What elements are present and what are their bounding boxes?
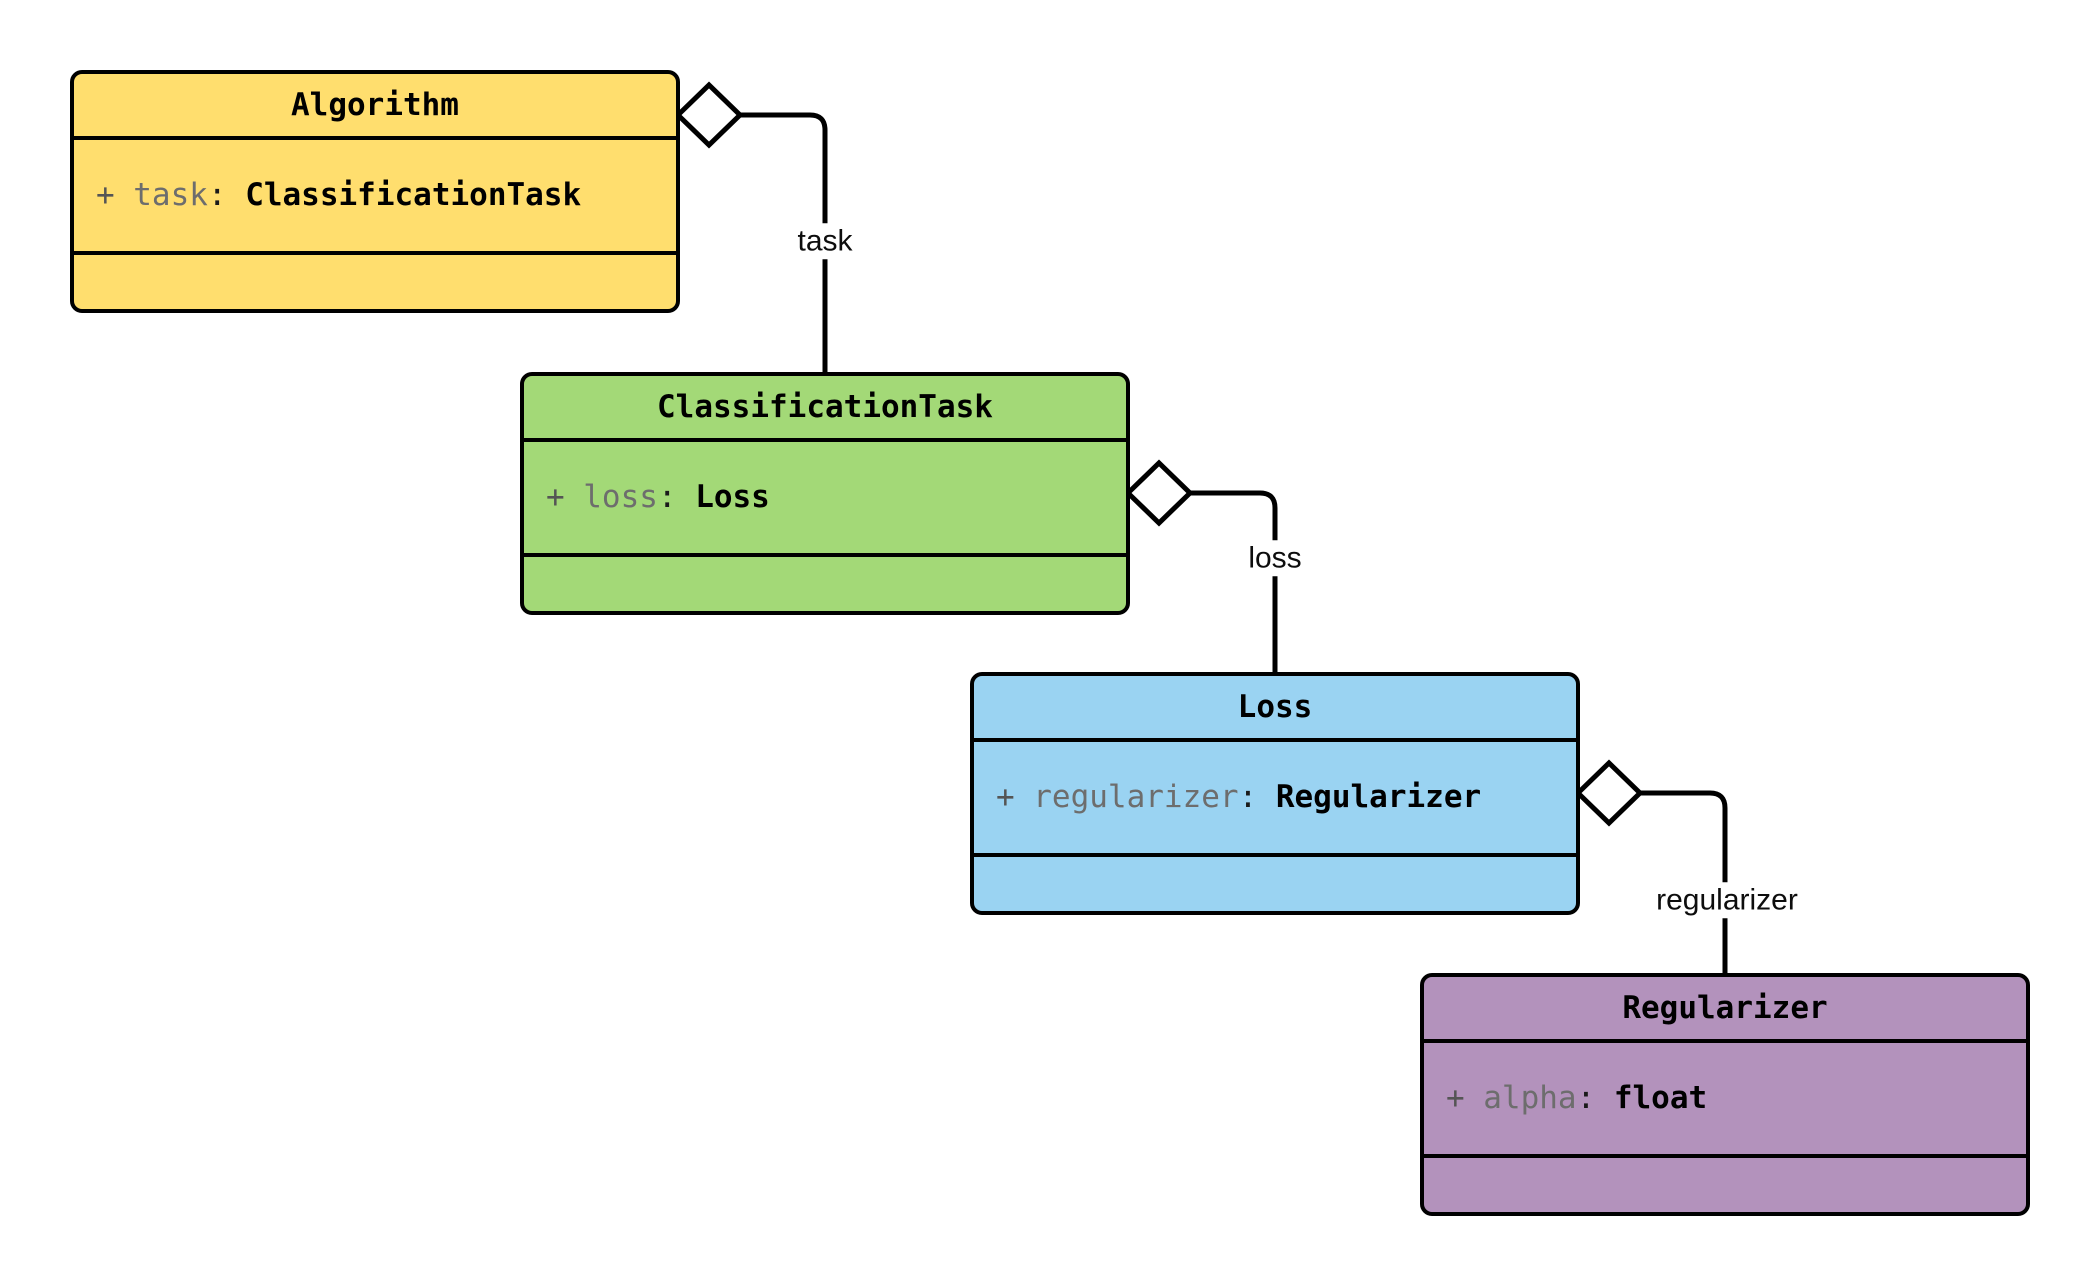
class-methods-algorithm bbox=[74, 255, 676, 309]
class-attributes-algorithm: + task: ClassificationTask bbox=[74, 140, 676, 251]
class-attributes-regularizer: + alpha: float bbox=[1424, 1043, 2026, 1154]
class-title-regularizer: Regularizer bbox=[1622, 990, 1828, 1026]
attribute-row: + loss: Loss bbox=[546, 482, 770, 513]
attribute-type: ClassificationTask bbox=[245, 177, 582, 213]
attribute-row: + alpha: float bbox=[1446, 1083, 1707, 1114]
class-divider bbox=[974, 738, 1576, 742]
class-divider bbox=[74, 136, 676, 140]
attribute-separator: : bbox=[657, 479, 677, 515]
relation-task-diamond-icon bbox=[674, 81, 744, 149]
attribute-type: Regularizer bbox=[1275, 779, 1482, 815]
attribute-separator: : bbox=[1576, 1080, 1596, 1116]
class-methods-regularizer bbox=[1424, 1158, 2026, 1212]
attribute-visibility: + bbox=[1446, 1080, 1465, 1116]
class-divider bbox=[1424, 1039, 2026, 1043]
class-node-classificationtask[interactable]: ClassificationTask + loss: Loss bbox=[520, 372, 1130, 615]
attribute-name: task bbox=[133, 177, 208, 213]
attribute-visibility: + bbox=[96, 177, 115, 213]
class-node-loss[interactable]: Loss + regularizer: Regularizer bbox=[970, 672, 1580, 915]
relation-loss-line bbox=[1190, 490, 1278, 672]
attribute-name: regularizer bbox=[1033, 779, 1239, 815]
relation-label-task: task bbox=[790, 223, 860, 259]
class-node-algorithm[interactable]: Algorithm + task: ClassificationTask bbox=[70, 70, 680, 313]
class-title-classificationtask: ClassificationTask bbox=[657, 389, 993, 425]
class-node-regularizer[interactable]: Regularizer + alpha: float bbox=[1420, 973, 2030, 1216]
relation-regularizer bbox=[1574, 759, 1728, 973]
class-divider bbox=[524, 553, 1126, 557]
attribute-visibility: + bbox=[546, 479, 565, 515]
class-divider bbox=[974, 853, 1576, 857]
attribute-row: + task: ClassificationTask bbox=[96, 180, 581, 211]
class-divider bbox=[74, 251, 676, 255]
class-divider bbox=[1424, 1154, 2026, 1158]
attribute-type: float bbox=[1613, 1080, 1708, 1116]
relation-loss-diamond-icon bbox=[1124, 459, 1194, 527]
relation-label-regularizer: regularizer bbox=[1649, 882, 1805, 918]
class-divider bbox=[524, 438, 1126, 442]
class-title-algorithm: Algorithm bbox=[291, 87, 459, 123]
relation-regularizer-diamond-icon bbox=[1574, 759, 1644, 827]
class-methods-loss bbox=[974, 857, 1576, 911]
attribute-type: Loss bbox=[695, 479, 770, 515]
attribute-name: alpha bbox=[1483, 1080, 1577, 1116]
attribute-separator: : bbox=[1238, 779, 1258, 815]
attribute-row: + regularizer: Regularizer bbox=[996, 782, 1481, 813]
class-methods-classificationtask bbox=[524, 557, 1126, 611]
attribute-name: loss bbox=[583, 479, 658, 515]
attribute-visibility: + bbox=[996, 779, 1015, 815]
class-attributes-loss: + regularizer: Regularizer bbox=[974, 742, 1576, 853]
class-title-loss: Loss bbox=[1237, 689, 1313, 725]
attribute-separator: : bbox=[207, 177, 227, 213]
relation-label-loss: loss bbox=[1241, 540, 1309, 576]
class-attributes-classificationtask: + loss: Loss bbox=[524, 442, 1126, 553]
